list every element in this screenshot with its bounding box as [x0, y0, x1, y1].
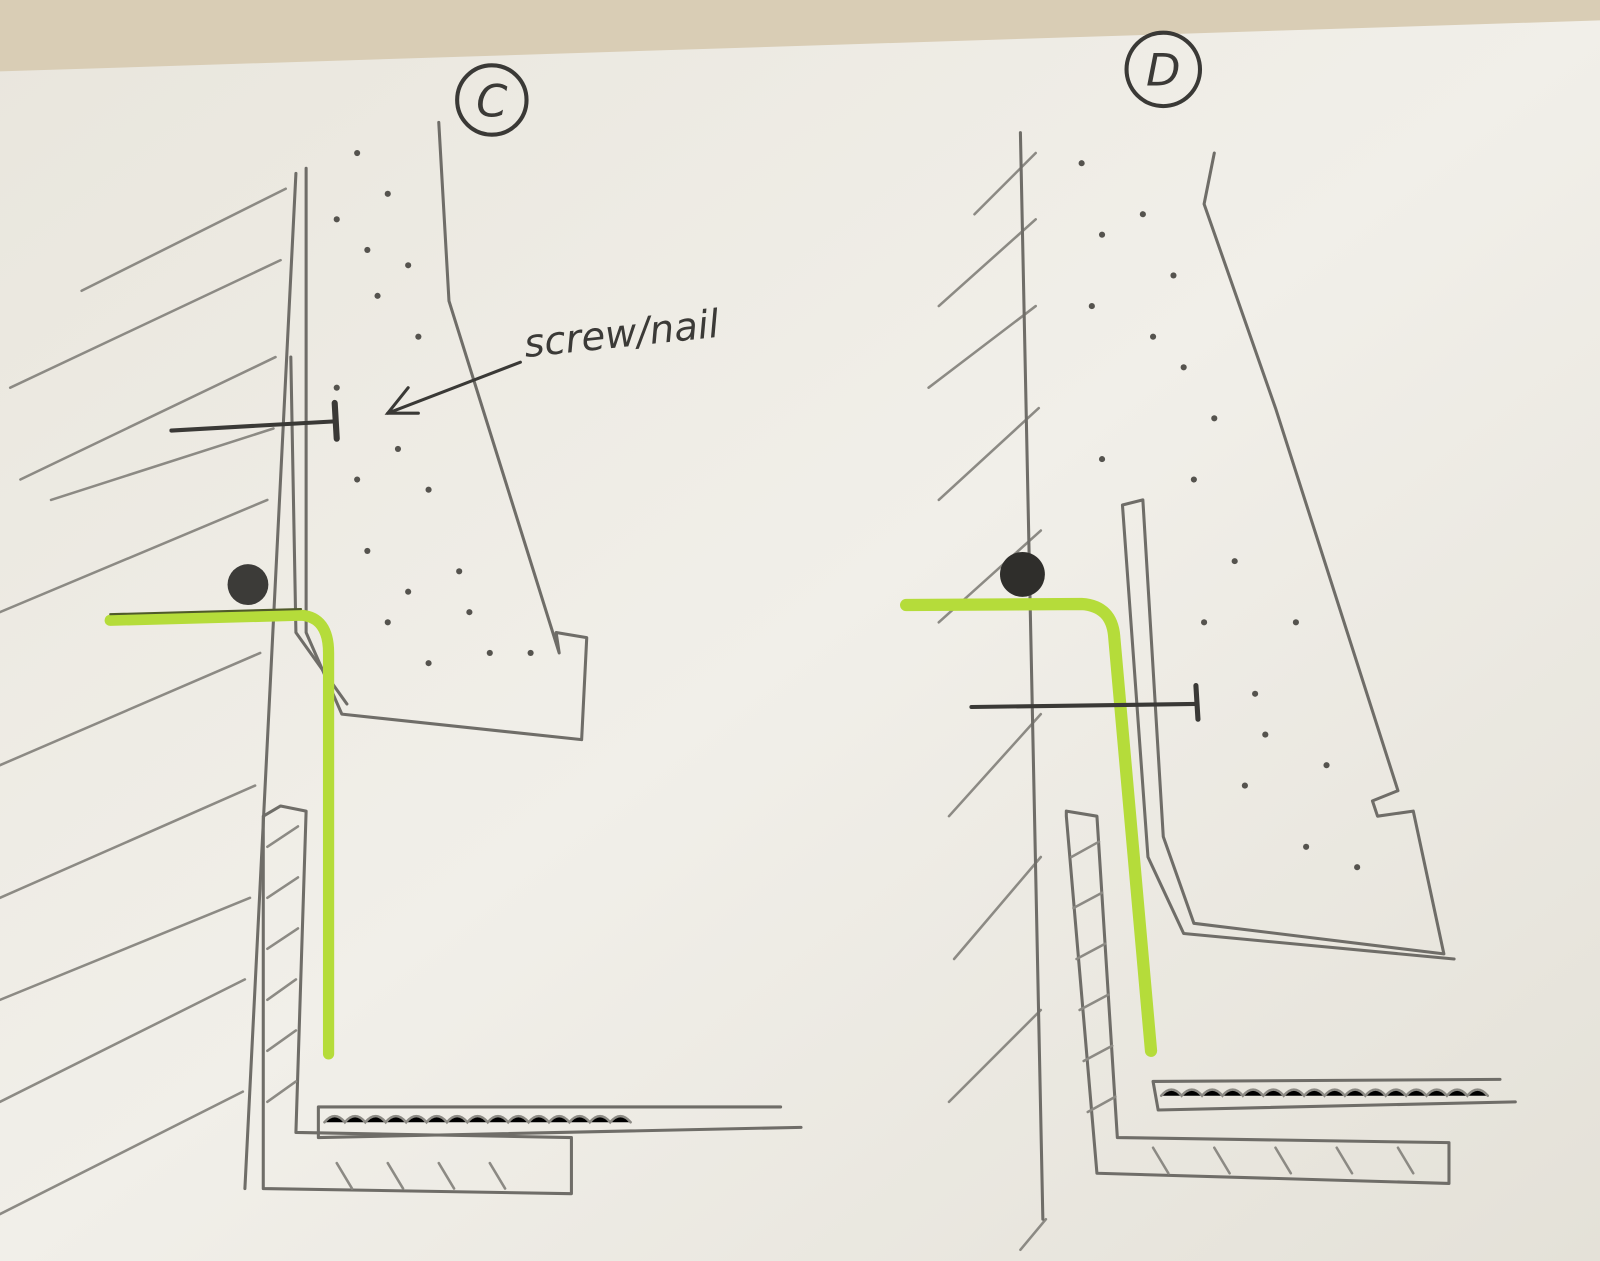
diagram-d: D [900, 30, 1517, 1252]
floor-strip-d [1151, 1077, 1517, 1112]
sealant-bead-d [1000, 551, 1045, 597]
stone-block-c [304, 120, 589, 742]
nail-c [169, 399, 340, 442]
paper-sheet [0, 20, 1600, 1261]
label-d: D [1146, 44, 1181, 97]
label-c: C [476, 74, 508, 127]
floor-strip-c [316, 1105, 803, 1140]
stone-texture-d [1078, 160, 1361, 871]
sealant-bead-c [227, 564, 269, 605]
wall-hatching-d [927, 151, 1048, 1252]
wall-hatching [0, 187, 287, 1216]
membrane-c [104, 609, 335, 1060]
angle-profile-d [1064, 809, 1451, 1185]
stone-texture-c [333, 149, 534, 667]
nail-d [969, 683, 1201, 722]
label-circle-c [455, 63, 529, 137]
angle-profile-c [261, 804, 573, 1196]
membrane-d [900, 597, 1158, 1057]
label-circle-d [1124, 30, 1203, 109]
stone-block-d [1120, 151, 1456, 961]
diagram-c: C [0, 63, 803, 1216]
arrow-to-nail [384, 360, 522, 415]
